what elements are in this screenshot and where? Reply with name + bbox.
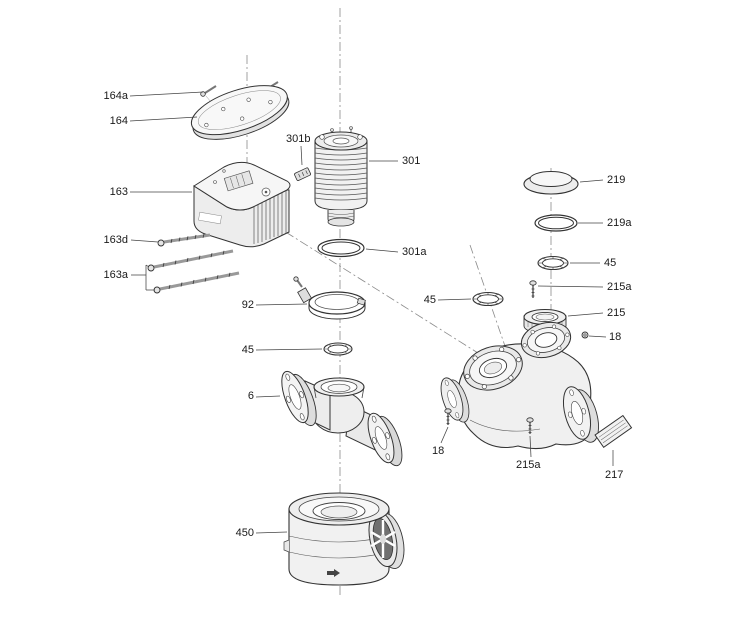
screw-18-right: [581, 331, 589, 339]
centerline-diagonal-1: [256, 213, 479, 354]
leader-301b: [300, 145, 303, 166]
callout-215a-right: 215a: [607, 281, 632, 293]
callout-301: 301: [402, 155, 421, 167]
ring-45-mid: [472, 291, 504, 307]
plug-301b: [294, 167, 311, 181]
callout-92: 92: [241, 299, 254, 311]
stator-301: [314, 126, 368, 227]
callout-215a-bottom: 215a: [516, 459, 541, 471]
valve-housing-450: [283, 492, 405, 586]
callout-45-right: 45: [604, 257, 617, 269]
leader-215a-bottom: [529, 435, 532, 458]
callout-45-mid: 45: [423, 294, 436, 306]
callout-163a: 163a: [103, 269, 128, 281]
cover-plate-164: [190, 85, 290, 140]
callout-301a: 301a: [402, 246, 427, 258]
callout-219: 219: [607, 174, 626, 186]
screw-163d: [157, 233, 211, 247]
leader-163d: [130, 239, 159, 243]
leader-lines: [129, 91, 614, 534]
flow-arrow-icon: [327, 569, 340, 577]
leader-215: [567, 312, 604, 317]
leader-164a: [129, 91, 204, 97]
callout-164a: 164a: [103, 90, 128, 102]
leader-301a: [365, 248, 399, 253]
leader-450: [255, 531, 288, 534]
leader-219: [579, 179, 604, 183]
o-ring-301a: [317, 238, 365, 258]
nameplate-217: [594, 414, 633, 449]
leader-163a: [131, 264, 155, 291]
plug-cap-219: [523, 171, 579, 195]
leader-215a-right: [537, 285, 604, 288]
ring-45-right: [537, 255, 569, 271]
callout-164: 164: [109, 115, 128, 127]
callout-450: 450: [235, 527, 254, 539]
leader-92: [255, 303, 308, 306]
callout-215: 215: [607, 307, 626, 319]
screws-163a: [147, 249, 240, 294]
o-ring-219a: [534, 214, 578, 232]
callout-163d: 163d: [103, 234, 128, 246]
callout-219a: 219a: [607, 217, 632, 229]
leader-164: [129, 116, 198, 122]
screw-215a-bottom: [526, 417, 534, 434]
screw-18-bottom: [444, 408, 452, 425]
pump-housing-right: [440, 321, 599, 450]
leader-18-right: [588, 335, 607, 338]
callout-18-right: 18: [609, 331, 622, 343]
pump-housing-6: [281, 370, 403, 467]
leader-6: [255, 395, 281, 398]
leader-45-mid: [437, 298, 472, 301]
screw-215a-right: [529, 280, 537, 298]
ring-45-left: [323, 342, 353, 356]
leader-18-bottom: [440, 426, 449, 444]
callout-163: 163: [109, 186, 128, 198]
control-box-163: [193, 161, 291, 248]
leader-45-left: [255, 348, 323, 351]
callout-301b: 301b: [286, 133, 311, 145]
callout-18-bottom: 18: [432, 445, 445, 457]
clamp-band-92: [293, 276, 366, 320]
callout-45-left: 45: [241, 344, 254, 356]
callout-6: 6: [247, 390, 254, 402]
callout-217: 217: [605, 469, 624, 481]
